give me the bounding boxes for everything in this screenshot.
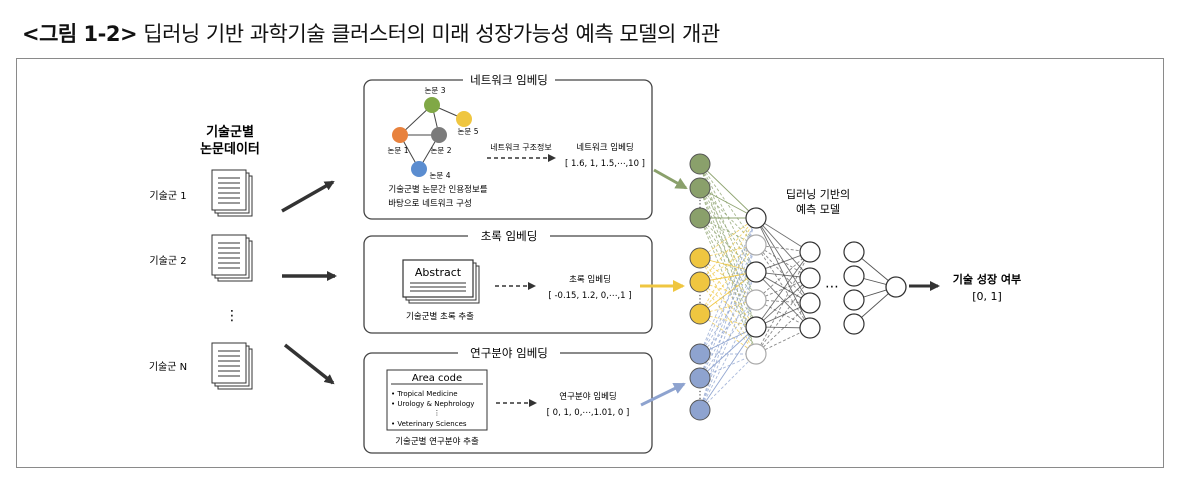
node-label-1: 논문 1 <box>388 146 409 155</box>
input-ellipsis: ⋮ <box>695 294 705 305</box>
area-code-header: Area code <box>412 373 462 384</box>
output-range: [0, 1] <box>972 290 1002 303</box>
hidden-node <box>843 265 865 287</box>
hidden-node <box>799 292 821 314</box>
abstract-title-bg <box>468 229 550 243</box>
field-embed-label: 연구분야 임베딩 <box>559 391 616 402</box>
input-ellipsis: ⋮ <box>695 390 705 401</box>
hidden-node <box>745 289 767 311</box>
field-box-title: 연구분야 임베딩 <box>470 346 548 360</box>
node-label-3: 논문 3 <box>425 86 446 95</box>
field-title-bg <box>458 346 560 360</box>
input-ellipsis: ⋮ <box>695 199 705 210</box>
input-node <box>689 247 711 269</box>
node-label-4: 논문 4 <box>430 171 451 180</box>
left-header-line1: 기술군별 <box>206 124 254 140</box>
node-paper-1 <box>392 127 408 143</box>
node-label-2: 논문 2 <box>431 146 452 155</box>
figure-number: <그림 1-2> <box>22 22 138 46</box>
hidden-node <box>745 261 767 283</box>
network-description-1: 기술군별 논문간 인용정보를 <box>388 184 487 195</box>
network-box-title: 네트워크 임베딩 <box>470 73 548 87</box>
input-node <box>689 343 711 365</box>
input-node <box>689 367 711 389</box>
hidden-node <box>745 343 767 365</box>
document-stack-2 <box>211 234 253 282</box>
area-item-3: • Veterinary Sciences <box>391 420 467 428</box>
model-label-1: 딥러닝 기반의 <box>786 188 850 201</box>
left-ellipsis: ⋮ <box>225 308 239 324</box>
left-header-line2: 논문데이터 <box>200 141 260 157</box>
hidden-node <box>745 234 767 256</box>
network-embed-vector: [ 1.6, 1, 1.5,⋯,10 ] <box>565 159 645 169</box>
document-stack-n <box>211 342 253 390</box>
area-item-1: • Tropical Medicine <box>391 390 458 398</box>
output-label: 기술 성장 여부 <box>953 272 1021 286</box>
arrow-to-network <box>281 180 335 213</box>
neural-network-nodes: ⋮ ⋮ ⋮ <box>689 153 907 421</box>
input-node <box>689 177 711 199</box>
abstract-caption: 기술군별 초록 추출 <box>406 311 474 322</box>
field-caption: 기술군별 연구분야 추출 <box>395 436 479 447</box>
doc-label-1: 기술군 1 <box>149 190 186 202</box>
figure-frame <box>16 58 1164 468</box>
hidden-node <box>843 313 865 335</box>
blue-input-arrow <box>640 382 686 407</box>
hidden-node <box>843 241 865 263</box>
node-label-5: 논문 5 <box>458 127 479 136</box>
node-paper-3 <box>424 97 440 113</box>
hidden-node <box>745 207 767 229</box>
abstract-document-icon <box>402 259 480 304</box>
hidden-node <box>799 241 821 263</box>
field-embed-vector: [ 0, 1, 0,⋯,1.01, 0 ] <box>547 408 630 418</box>
layer-ellipsis: ⋯ <box>825 279 839 295</box>
abstract-doc-label: Abstract <box>415 266 462 279</box>
input-node <box>689 303 711 325</box>
area-item-2: • Urology & Nephrology <box>391 400 474 408</box>
network-arrow-label: 네트워크 구조정보 <box>490 142 551 152</box>
network-embed-label: 네트워크 임베딩 <box>576 142 633 153</box>
document-stack-1 <box>211 169 253 217</box>
input-node <box>689 399 711 421</box>
node-paper-2 <box>431 127 447 143</box>
figure-title: 딥러닝 기반 과학기술 클러스터의 미래 성장가능성 예측 모델의 개관 <box>143 22 720 46</box>
network-title-bg <box>463 73 555 87</box>
node-paper-5 <box>456 111 472 127</box>
area-code-panel <box>386 369 488 431</box>
abstract-embed-label: 초록 임베딩 <box>569 274 611 285</box>
hidden-node <box>843 289 865 311</box>
green-input-arrow <box>653 168 688 190</box>
network-description-2: 바탕으로 네트워크 구성 <box>388 198 472 209</box>
citation-network-graph <box>392 97 472 177</box>
doc-label-2: 기술군 2 <box>149 255 186 267</box>
arrow-to-field <box>283 343 335 385</box>
hidden-node <box>799 267 821 289</box>
input-node <box>689 271 711 293</box>
abstract-box-title: 초록 임베딩 <box>481 229 538 243</box>
abstract-embed-vector: [ -0.15, 1.2, 0,⋯,1 ] <box>548 291 631 301</box>
hidden-node <box>799 317 821 339</box>
figure-caption: <그림 1-2> 딥러닝 기반 과학기술 클러스터의 미래 성장가능성 예측 모… <box>22 18 720 48</box>
hidden-node <box>745 316 767 338</box>
doc-label-n: 기술군 N <box>149 361 187 373</box>
node-paper-4 <box>411 161 427 177</box>
area-item-ellipsis: ⋮ <box>434 409 441 417</box>
output-node <box>885 276 907 298</box>
model-label-2: 예측 모델 <box>796 203 840 216</box>
input-node <box>689 207 711 229</box>
input-node <box>689 153 711 175</box>
